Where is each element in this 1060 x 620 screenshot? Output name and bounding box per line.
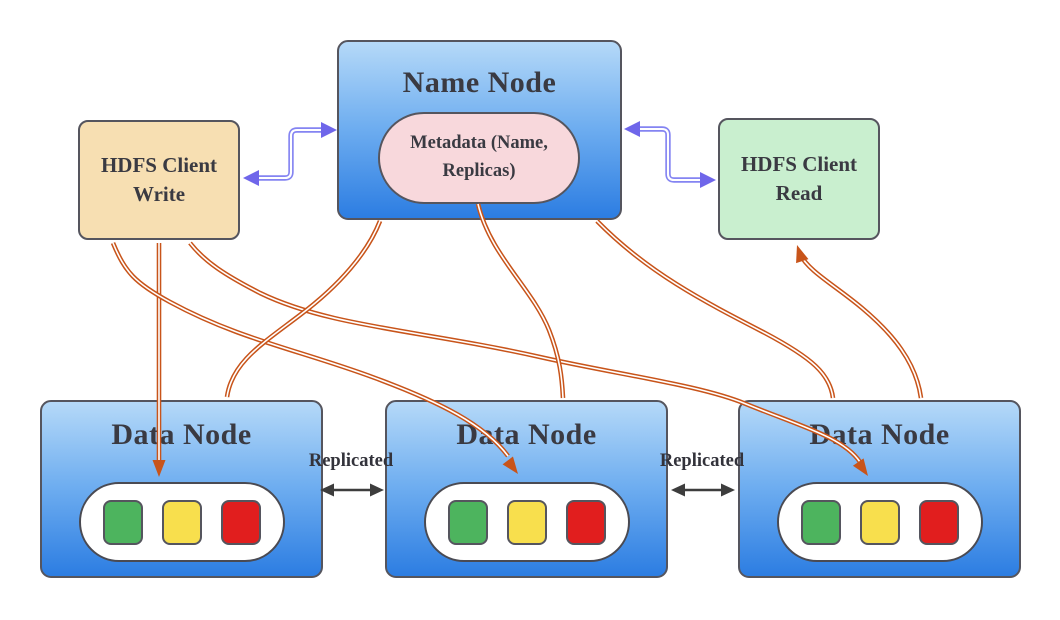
blockop-arrow-to-datanode-2	[475, 203, 566, 399]
metadata-ops-arrow-left	[243, 122, 337, 186]
name-node-title: Name Node	[402, 66, 557, 99]
data-node-2-blocks-pill	[424, 482, 630, 562]
data-node-1-title: Data Node	[111, 418, 252, 451]
replicated-arrow-1	[320, 483, 384, 497]
client-write-label-line2: Write	[132, 182, 186, 206]
block-red	[919, 499, 959, 545]
hdfs-client-write-box: HDFS Client Write	[78, 120, 240, 240]
data-node-1-box: Data Node	[40, 400, 323, 578]
metadata-label-line1: Metadata (Name,	[410, 133, 548, 154]
blockop-arrow-to-datanode-3	[595, 219, 836, 399]
data-node-1-blocks-pill	[79, 482, 285, 562]
replicated-label-1: Replicated	[308, 451, 394, 471]
data-node-2-box: Data Node	[385, 400, 668, 578]
client-read-label-line1: HDFS Client	[740, 152, 858, 177]
block-red	[221, 499, 261, 545]
replicated-arrow-2	[671, 483, 735, 497]
read-arrow-to-client-read	[796, 245, 924, 399]
client-write-label-line1: HDFS Client	[100, 153, 218, 178]
block-yellow	[507, 499, 547, 545]
data-node-3-blocks-pill	[777, 482, 983, 562]
blockop-arrow-to-datanode-1	[224, 220, 383, 398]
block-green	[448, 499, 488, 545]
data-node-3-box: Data Node	[738, 400, 1021, 578]
metadata-ops-arrow-right	[624, 121, 716, 188]
replicated-label-2: Replicated	[659, 451, 745, 471]
hdfs-client-read-box: HDFS Client Read	[718, 118, 880, 240]
block-red	[566, 499, 606, 545]
block-yellow	[860, 499, 900, 545]
metadata-label-line2: Replicas)	[442, 161, 516, 181]
block-green	[103, 499, 143, 545]
data-node-3-title: Data Node	[809, 418, 950, 451]
name-node-box: Name Node Metadata (Name, Replicas)	[337, 40, 622, 220]
block-green	[801, 499, 841, 545]
data-node-2-title: Data Node	[456, 418, 597, 451]
block-yellow	[162, 499, 202, 545]
client-read-label-line2: Read	[775, 181, 823, 205]
metadata-pill: Metadata (Name, Replicas)	[378, 112, 580, 204]
